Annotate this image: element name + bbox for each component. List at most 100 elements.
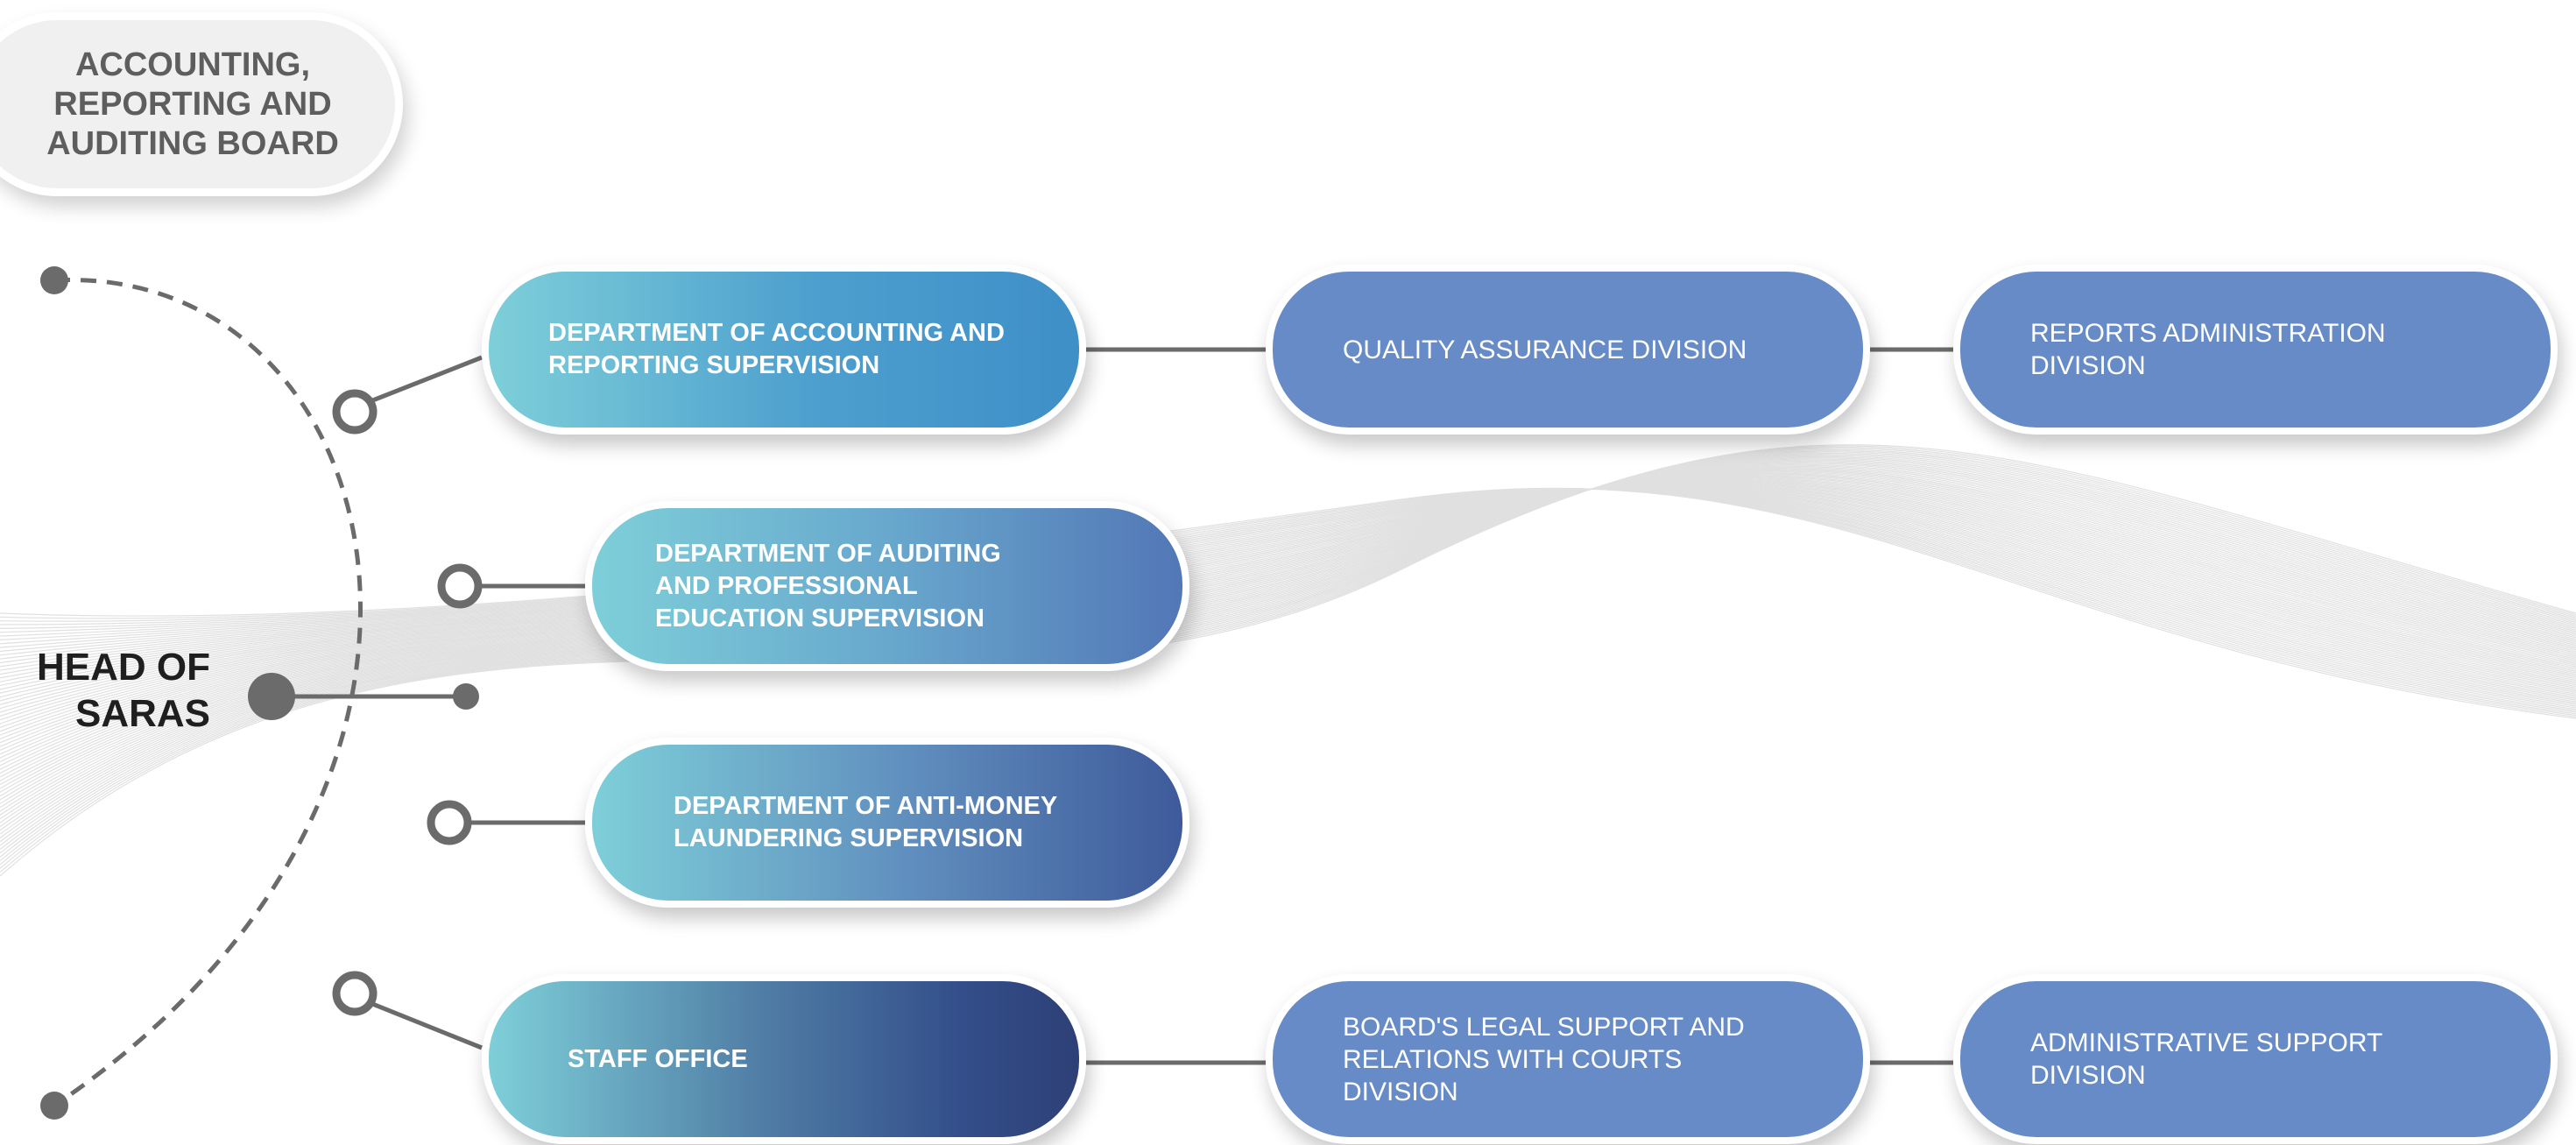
background-wave-line bbox=[0, 488, 2576, 713]
background-wave-line bbox=[0, 455, 2576, 843]
background-wave-line bbox=[0, 482, 2576, 721]
background-wave-line bbox=[0, 488, 2576, 717]
dept-anti-money-laundering: DEPARTMENT OF ANTI-MONEY LAUNDERING SUPE… bbox=[585, 738, 1189, 908]
background-wave-line bbox=[0, 478, 2576, 747]
background-wave-line bbox=[0, 447, 2576, 869]
background-wave-line bbox=[0, 469, 2576, 789]
background-wave-line bbox=[0, 487, 2576, 698]
dept-anti-money-laundering-label: DEPARTMENT OF ANTI-MONEY LAUNDERING SUPE… bbox=[674, 792, 1058, 852]
background-wave-line bbox=[0, 485, 2576, 698]
background-wave-line bbox=[0, 488, 2576, 717]
background-wave-line bbox=[0, 444, 2576, 877]
arc-end-dot-bottom bbox=[40, 1092, 68, 1120]
background-wave-line bbox=[0, 456, 2576, 838]
background-wave-line bbox=[0, 477, 2576, 755]
background-wave-line bbox=[0, 472, 2576, 774]
dept-accounting-reporting-label: DEPARTMENT OF ACCOUNTING AND REPORTING S… bbox=[548, 319, 1005, 379]
background-wave-line bbox=[0, 451, 2576, 854]
background-wave-line bbox=[0, 454, 2576, 846]
connector-dept-1 bbox=[370, 355, 483, 404]
background-wave-line bbox=[0, 479, 2576, 740]
background-wave-line bbox=[0, 488, 2576, 711]
background-wave-line bbox=[0, 461, 2576, 820]
background-wave-line bbox=[0, 486, 2576, 690]
background-wave-line bbox=[0, 449, 2576, 862]
background-wave-line bbox=[0, 445, 2576, 873]
background-wave-line bbox=[0, 480, 2576, 732]
background-wave-line bbox=[0, 488, 2576, 699]
background-wave-line bbox=[0, 487, 2576, 696]
background-wave-line bbox=[0, 488, 2576, 705]
background-wave-line bbox=[0, 468, 2576, 793]
background-wave-line bbox=[0, 466, 2576, 801]
background-wave-line bbox=[0, 480, 2576, 736]
staff-office: STAFF OFFICE bbox=[482, 974, 1086, 1144]
background-wave-line bbox=[0, 486, 2576, 693]
background-wave-line bbox=[0, 473, 2576, 770]
background-wave-line bbox=[0, 488, 2576, 710]
background-wave-line bbox=[0, 488, 2576, 715]
background-wave-line bbox=[0, 463, 2576, 812]
board-box: ACCOUNTING, REPORTING AND AUDITING BOARD bbox=[0, 12, 403, 196]
board-title: ACCOUNTING, REPORTING AND AUDITING BOARD bbox=[46, 46, 339, 162]
background-wave-line bbox=[0, 485, 2576, 694]
division-quality-assurance-label: QUALITY ASSURANCE DIVISION bbox=[1343, 335, 1747, 364]
background-wave-line bbox=[0, 459, 2576, 827]
division-reports-administration-label: REPORTS ADMINISTRATION DIVISION bbox=[2030, 319, 2386, 380]
background-wave-line bbox=[0, 467, 2576, 797]
node-dept-4 bbox=[332, 971, 378, 1016]
background-wave-line bbox=[0, 484, 2576, 710]
background-wave-line bbox=[0, 481, 2576, 728]
background-wave-line bbox=[0, 488, 2576, 709]
background-wave-line bbox=[0, 488, 2576, 707]
background-wave-line bbox=[0, 474, 2576, 767]
node-dept-1 bbox=[332, 389, 378, 435]
background-wave-line bbox=[0, 463, 2576, 816]
background-wave-line bbox=[0, 452, 2576, 851]
staff-office-label: STAFF OFFICE bbox=[568, 1044, 748, 1073]
background-wave-line bbox=[0, 484, 2576, 713]
division-reports-administration: REPORTS ADMINISTRATION DIVISION bbox=[1953, 265, 2558, 435]
background-wave bbox=[0, 444, 2576, 877]
background-wave-line bbox=[0, 483, 2576, 717]
arc-end-dot-top bbox=[40, 266, 68, 294]
node-dept-2 bbox=[437, 563, 483, 609]
background-wave-line bbox=[0, 477, 2576, 752]
background-wave-line bbox=[0, 471, 2576, 781]
background-wave-line bbox=[0, 457, 2576, 835]
background-wave-line bbox=[0, 465, 2576, 804]
connector-dept-4 bbox=[370, 1000, 483, 1050]
division-quality-assurance: QUALITY ASSURANCE DIVISION bbox=[1266, 265, 1870, 435]
background-wave-line bbox=[0, 488, 2576, 701]
background-wave-line bbox=[0, 472, 2576, 778]
head-of-saras-label: HEAD OF SARAS bbox=[37, 646, 210, 735]
background-wave-line bbox=[0, 475, 2576, 763]
node-dept-3 bbox=[427, 800, 472, 845]
dashed-arc bbox=[53, 278, 363, 1108]
division-legal-support: BOARD'S LEGAL SUPPORT AND RELATIONS WITH… bbox=[1266, 974, 1870, 1144]
background-wave-line bbox=[0, 487, 2576, 719]
dept-auditing-education-label: DEPARTMENT OF AUDITING AND PROFESSIONAL … bbox=[655, 539, 1001, 633]
background-wave-line bbox=[0, 488, 2576, 703]
background-wave-line bbox=[0, 487, 2576, 695]
background-wave-line bbox=[0, 478, 2576, 744]
background-wave-line bbox=[0, 482, 2576, 724]
background-wave-line bbox=[0, 486, 2576, 692]
division-administrative-support: ADMINISTRATIVE SUPPORT DIVISION bbox=[1953, 974, 2558, 1144]
background-wave-line bbox=[0, 460, 2576, 823]
background-wave-line bbox=[0, 458, 2576, 831]
background-wave-line bbox=[0, 476, 2576, 759]
background-wave-line bbox=[0, 448, 2576, 866]
head-node bbox=[248, 673, 295, 720]
background-wave-line bbox=[0, 450, 2576, 858]
background-wave-line bbox=[0, 464, 2576, 809]
dept-accounting-reporting: DEPARTMENT OF ACCOUNTING AND REPORTING S… bbox=[482, 265, 1086, 435]
division-legal-support-label: BOARD'S LEGAL SUPPORT AND RELATIONS WITH… bbox=[1343, 1012, 1745, 1106]
background-wave-line bbox=[0, 470, 2576, 786]
background-wave-line bbox=[0, 486, 2576, 690]
dept-auditing-education: DEPARTMENT OF AUDITING AND PROFESSIONAL … bbox=[585, 501, 1189, 671]
background-wave-line bbox=[0, 488, 2576, 704]
background-wave-line bbox=[0, 484, 2576, 702]
arc-junction bbox=[453, 683, 479, 710]
